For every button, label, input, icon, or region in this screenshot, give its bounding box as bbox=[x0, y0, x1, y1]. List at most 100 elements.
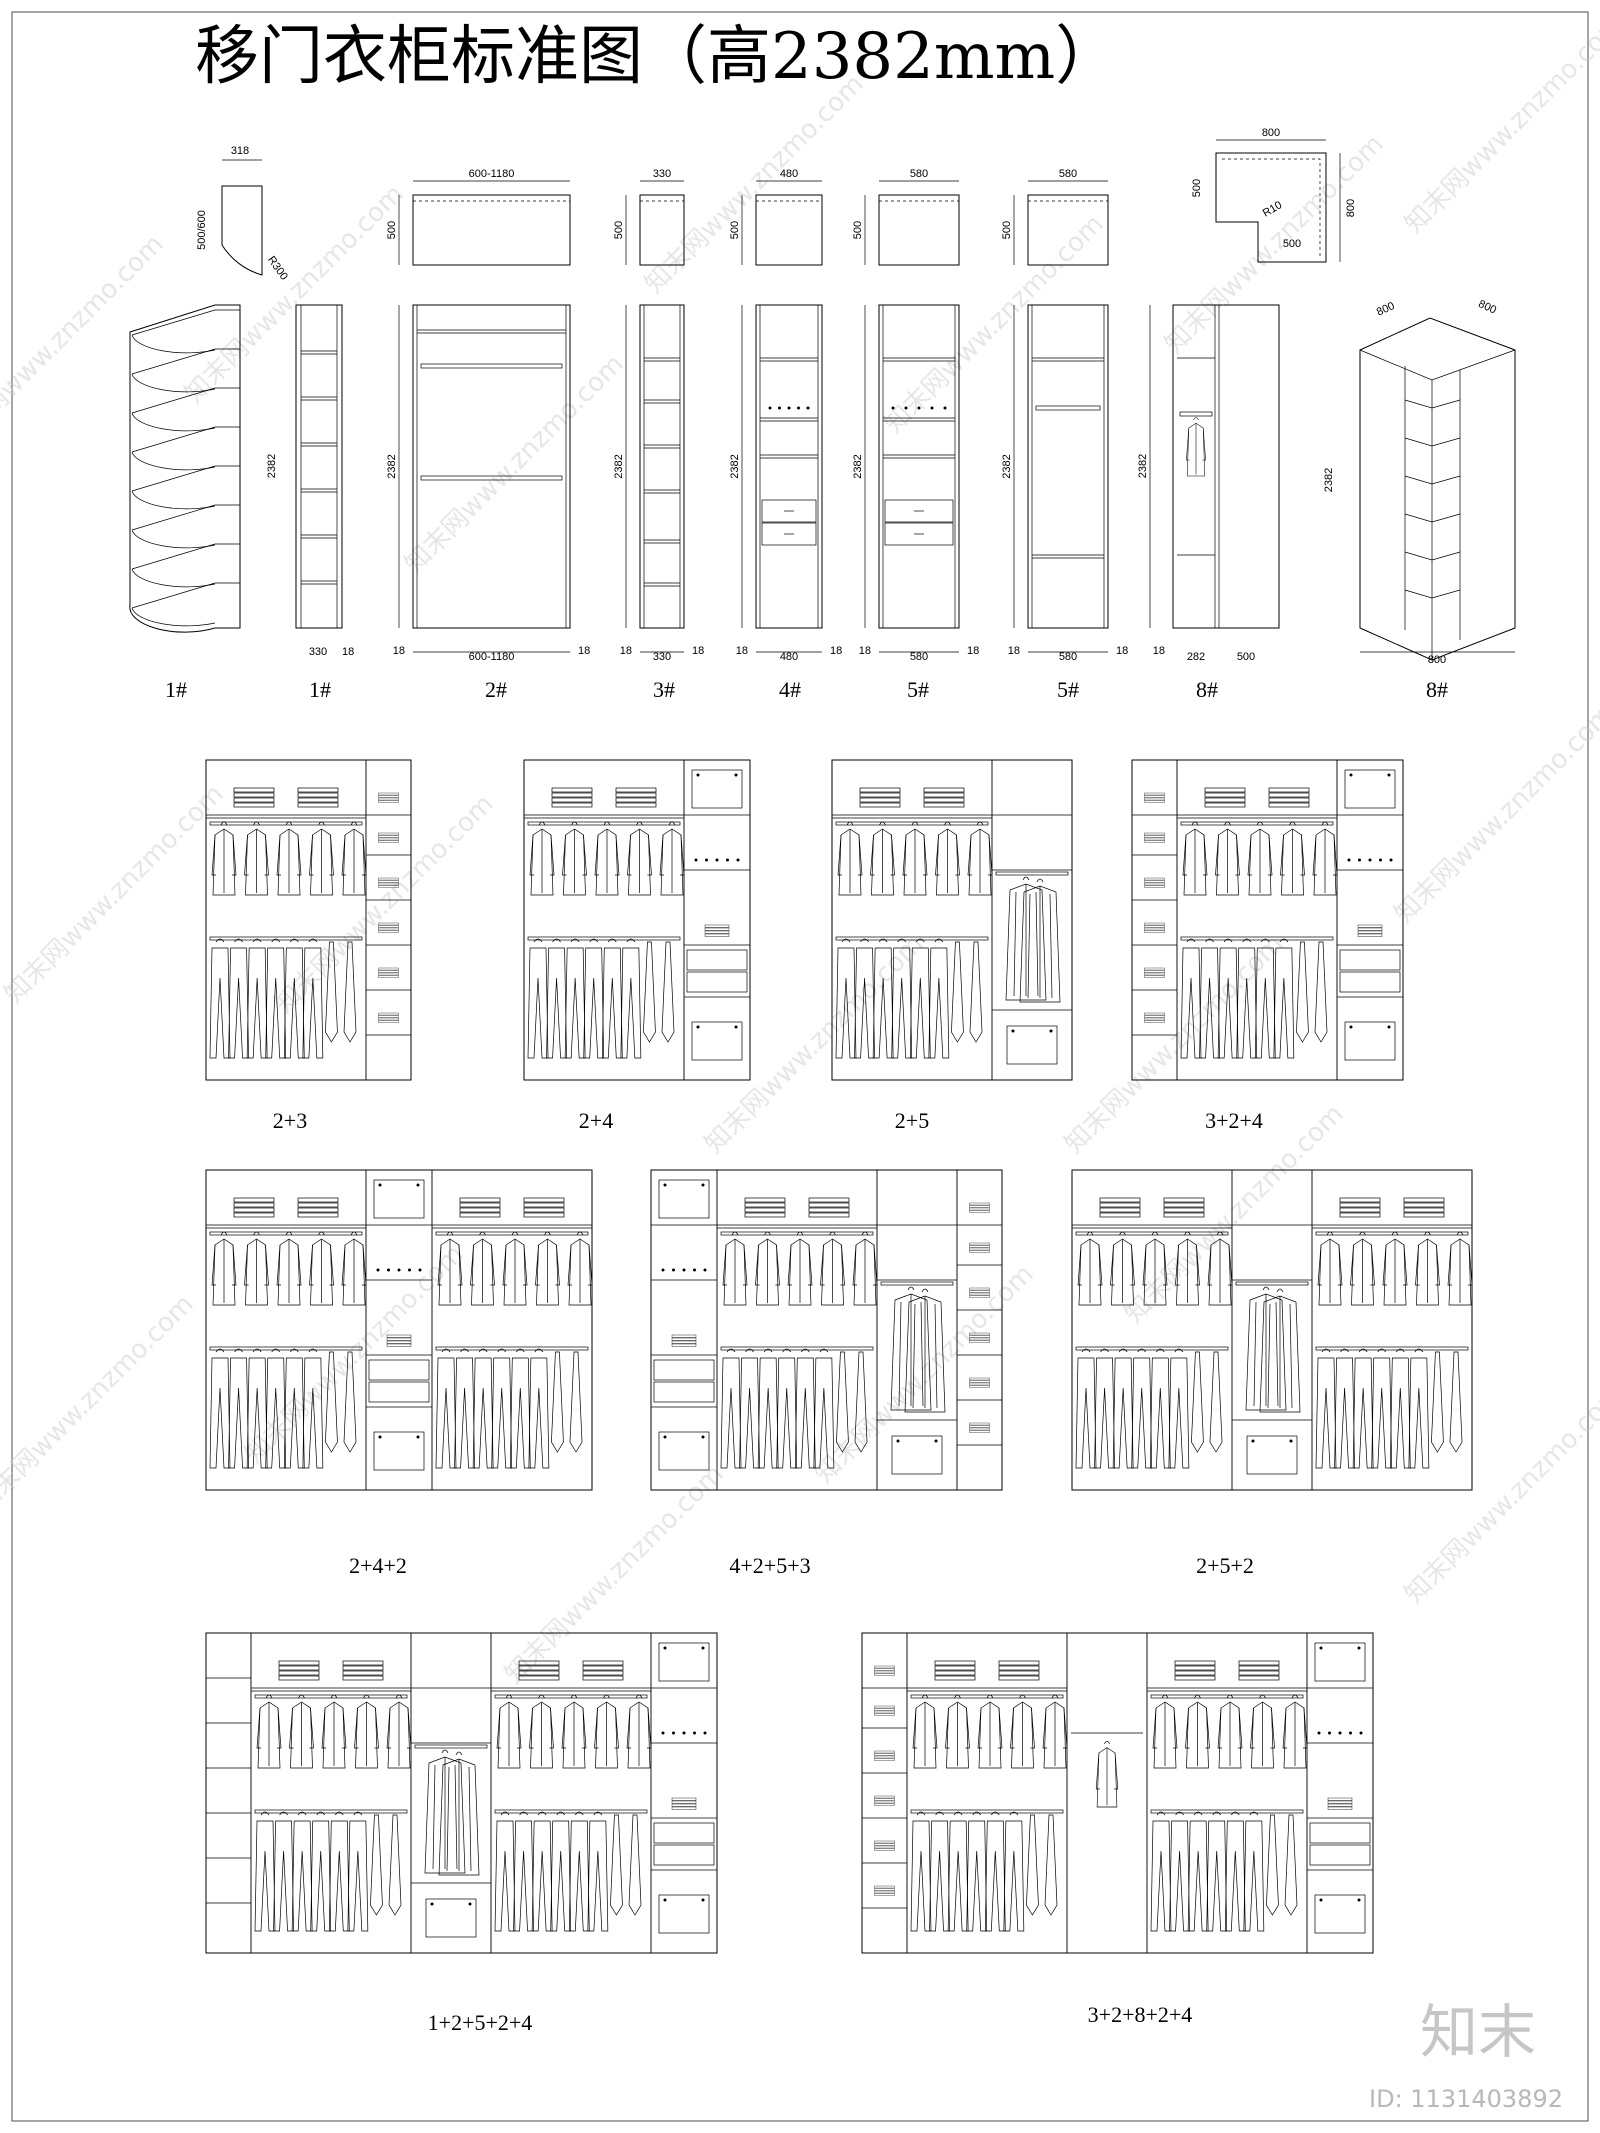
folded-stack-icon bbox=[874, 1665, 895, 1676]
shirt-icon bbox=[1215, 821, 1240, 896]
hang-section bbox=[906, 1632, 1068, 1954]
side-width-label: 330 bbox=[309, 646, 327, 658]
tie-icon bbox=[370, 1814, 383, 1916]
folded-stack-icon bbox=[1403, 1197, 1445, 1218]
folded-stack-icon bbox=[1144, 877, 1165, 888]
trousers-icon bbox=[1112, 1348, 1134, 1469]
dot bbox=[1379, 858, 1382, 862]
trousers-icon bbox=[550, 1811, 572, 1932]
elevation-4-side-label: 18 bbox=[830, 645, 842, 657]
drawer bbox=[884, 499, 954, 523]
dot bbox=[806, 406, 810, 410]
drawer bbox=[653, 1359, 715, 1381]
shirt-icon bbox=[529, 821, 555, 896]
shirt-icon bbox=[594, 821, 620, 896]
folded-stack-icon bbox=[1144, 832, 1165, 843]
watermark-text: 知末网www.znzmo.com bbox=[499, 1459, 730, 1690]
tie-icon bbox=[1296, 941, 1309, 1043]
storage-box-icon bbox=[1344, 1021, 1396, 1061]
elevation-label: 4# bbox=[779, 677, 801, 702]
folded-stack-icon bbox=[704, 924, 730, 937]
shirt-icon bbox=[945, 1694, 970, 1769]
trousers-icon bbox=[1094, 1348, 1115, 1469]
trousers-icon bbox=[509, 1348, 531, 1469]
hang-section bbox=[831, 759, 993, 1081]
trousers-icon bbox=[527, 938, 549, 1059]
trousers-icon bbox=[254, 1811, 276, 1932]
storage-box-icon bbox=[658, 1179, 710, 1219]
trousers-icon bbox=[1187, 1811, 1209, 1932]
storage-box-icon bbox=[425, 1898, 477, 1938]
dot bbox=[715, 858, 719, 862]
combo-2-5-2-label: 2+5+2 bbox=[1196, 1553, 1254, 1578]
storage-box-icon bbox=[373, 1431, 425, 1471]
shirt-icon bbox=[309, 1231, 334, 1306]
dot bbox=[1358, 858, 1361, 862]
elevation-3-side-label: 18 bbox=[620, 645, 632, 657]
trousers-icon bbox=[546, 938, 567, 1059]
dot bbox=[1349, 1731, 1352, 1735]
dot bbox=[376, 1268, 380, 1272]
hang-section bbox=[1146, 1632, 1308, 1954]
elevation-8-width-a: 282 bbox=[1187, 651, 1205, 663]
side-thickness-label: 18 bbox=[342, 646, 354, 658]
trousers-icon bbox=[1371, 1348, 1393, 1469]
elevation-3-side-label: 18 bbox=[692, 645, 704, 657]
tie-icon bbox=[1284, 1814, 1298, 1916]
shirt-icon bbox=[977, 1694, 1003, 1769]
tie-icon bbox=[643, 941, 656, 1043]
trousers-icon bbox=[776, 1348, 798, 1469]
shirt-icon bbox=[755, 1231, 780, 1306]
folded-stack-icon bbox=[671, 1334, 697, 1347]
tie-icon bbox=[551, 1351, 564, 1453]
tie-icon bbox=[610, 1814, 623, 1916]
hang-section bbox=[205, 759, 367, 1081]
drawer bbox=[761, 499, 817, 523]
combo-1-2-5-2-4-outline bbox=[205, 1632, 718, 1954]
plan-1-radius-label: R300 bbox=[265, 254, 290, 282]
combo-3-2-4-label: 3+2+4 bbox=[1205, 1108, 1263, 1133]
shirt-icon bbox=[1077, 1231, 1103, 1306]
shirt-icon bbox=[935, 821, 960, 896]
trousers-icon bbox=[1224, 1811, 1246, 1932]
shirt-icon bbox=[1152, 1694, 1178, 1769]
drawer bbox=[653, 1822, 715, 1844]
trousers-icon bbox=[1169, 1811, 1190, 1932]
folded-stack-icon bbox=[1268, 787, 1310, 808]
folded-stack-icon bbox=[1174, 1660, 1216, 1681]
elevation-label: 2# bbox=[485, 677, 507, 702]
trousers-icon bbox=[1149, 1348, 1171, 1469]
elevation-3-width-label: 330 bbox=[653, 651, 671, 663]
shirt-icon bbox=[967, 821, 993, 896]
hanging-rail bbox=[1035, 405, 1101, 411]
plan-8-width-label: 800 bbox=[1262, 127, 1280, 139]
trousers-icon bbox=[228, 938, 249, 1059]
tie-icon bbox=[951, 941, 964, 1043]
trousers-icon bbox=[531, 1811, 553, 1932]
folded-stack-icon bbox=[1204, 787, 1246, 808]
folded-stack-icon bbox=[934, 1660, 976, 1681]
drawer bbox=[1339, 949, 1401, 971]
corner-shelf bbox=[131, 504, 240, 549]
dot bbox=[387, 1268, 390, 1272]
trousers-icon bbox=[472, 1348, 494, 1469]
hanging-rail bbox=[1179, 411, 1213, 417]
shirt-icon bbox=[1186, 417, 1206, 477]
folded-stack-icon bbox=[1144, 967, 1165, 978]
shirt-icon bbox=[211, 1231, 237, 1306]
drawer bbox=[368, 1381, 430, 1403]
dot bbox=[736, 858, 740, 862]
trousers-icon bbox=[1243, 1811, 1265, 1932]
trousers-icon bbox=[454, 1348, 475, 1469]
trousers-icon bbox=[739, 1348, 760, 1469]
folded-stack-icon bbox=[1163, 1197, 1205, 1218]
dot bbox=[672, 1268, 675, 1272]
trousers-icon bbox=[929, 1811, 950, 1932]
shirt-icon bbox=[211, 821, 237, 896]
elevation-8-side-label: 18 bbox=[1153, 645, 1165, 657]
folded-stack-icon bbox=[1144, 792, 1165, 803]
trousers-icon bbox=[1206, 1811, 1228, 1932]
hanging-rail bbox=[254, 1809, 408, 1814]
corner-shelf bbox=[131, 465, 240, 510]
